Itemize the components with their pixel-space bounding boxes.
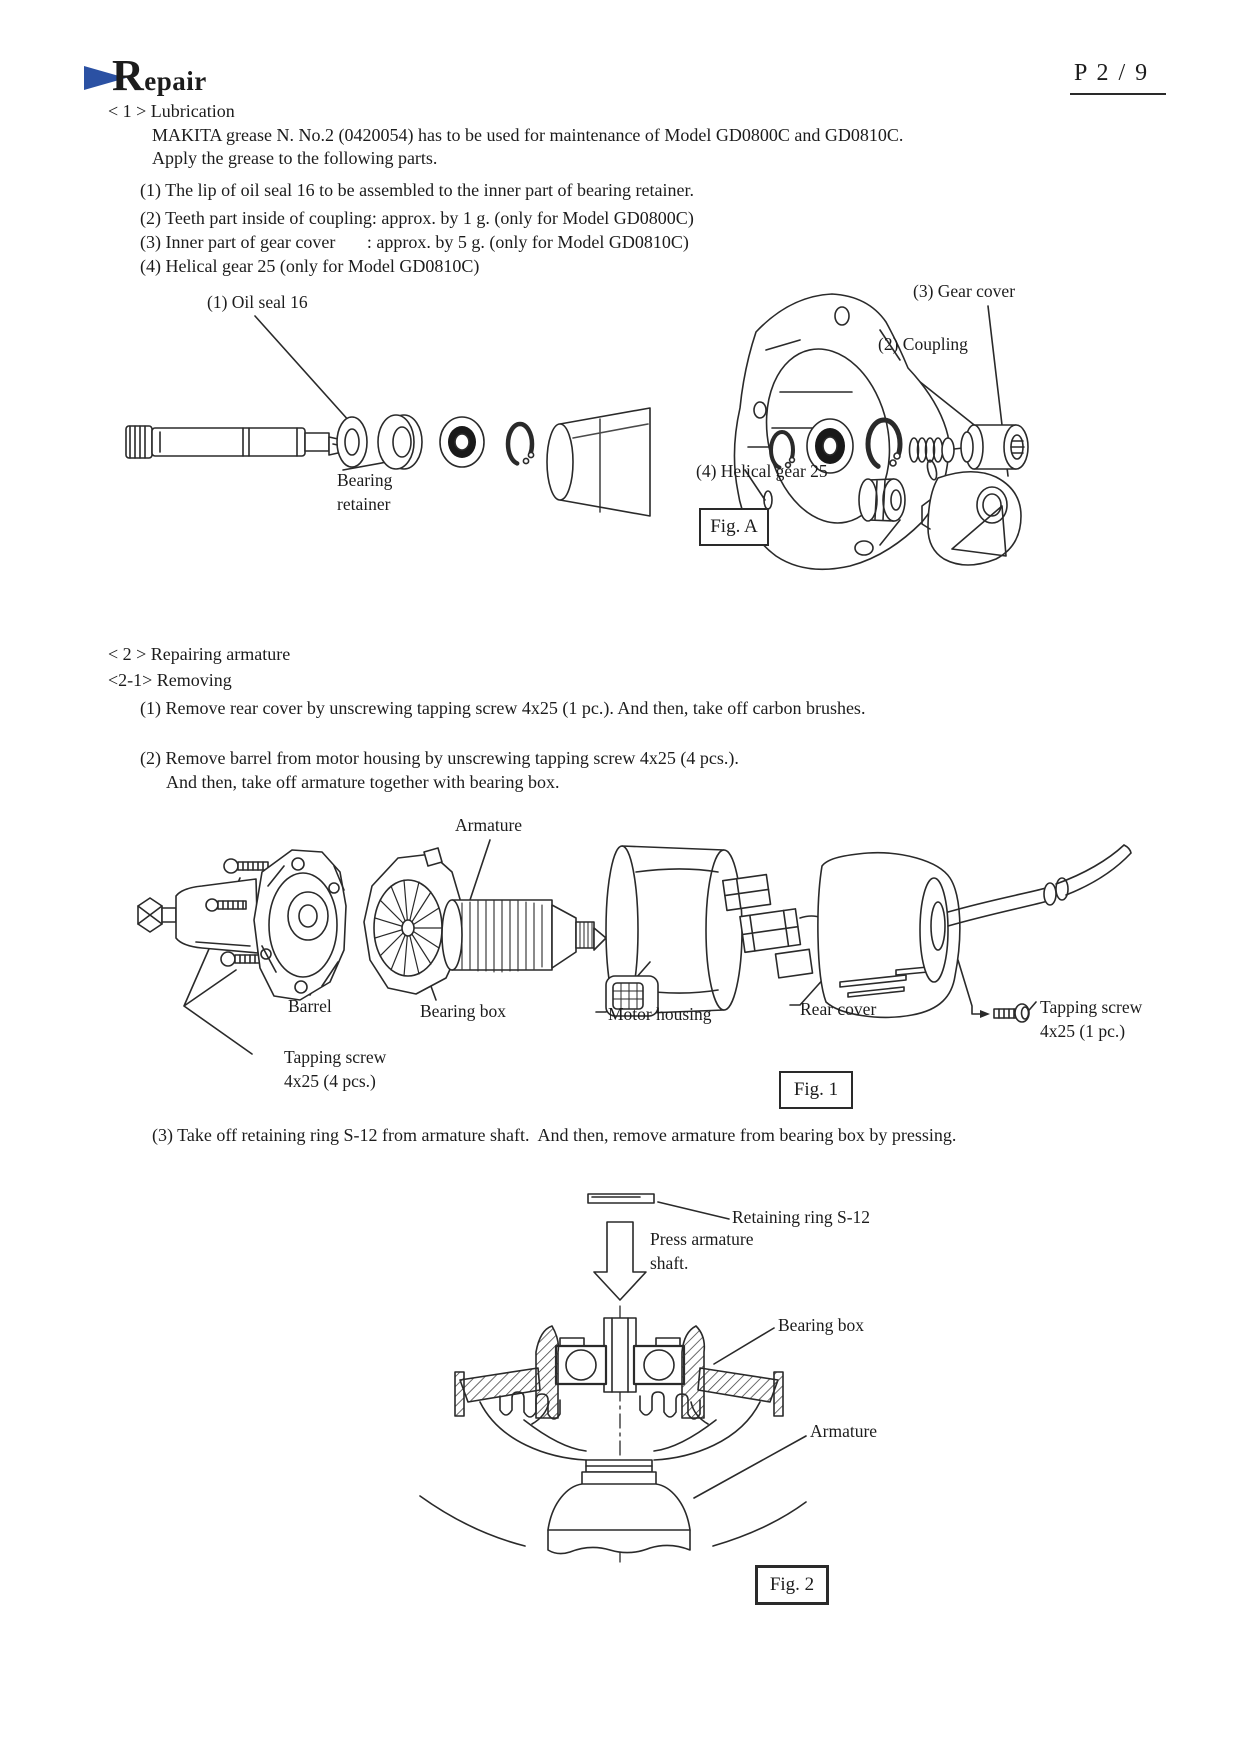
fig-a-label-coupling: (2) Coupling <box>878 334 968 354</box>
lubrication-heading: < 1 > Lubrication <box>108 101 235 121</box>
lubrication-item-1: (1) The lip of oil seal 16 to be assembl… <box>140 180 694 200</box>
fig-1-tapping-screws <box>220 858 269 967</box>
fig-a-label-bearing-retainer: Bearing retainer <box>337 470 393 514</box>
lubrication-para1: MAKITA grease N. No.2 (0420054) has to b… <box>152 125 904 145</box>
fig-2-label-armature: Armature <box>810 1421 878 1441</box>
lubrication-item-2: (2) Teeth part inside of coupling: appro… <box>140 208 694 228</box>
fig-a-gear-cover <box>921 470 1022 566</box>
fig-a-ball-bearing <box>439 416 485 468</box>
fig-2-bearing-box-section <box>454 1317 784 1461</box>
fig-1-label-motor-housing: Motor housing <box>608 1004 712 1024</box>
fig-1-armature <box>441 899 612 973</box>
fig-a-spring <box>908 437 964 463</box>
lubrication-item-4: (4) Helical gear 25 (only for Model GD08… <box>140 256 480 276</box>
fig-1-label-tapping-screw-1pc: Tapping screw 4x25 (1 pc.) <box>1040 997 1143 1041</box>
fig-1-caption: Fig. 1 <box>779 1071 853 1109</box>
fig-a-bearing-retainer <box>377 414 423 470</box>
fig-2-retaining-ring <box>587 1193 655 1204</box>
repairing-step3: (3) Take off retaining ring S-12 from ar… <box>152 1125 957 1145</box>
page-number: P 2 / 9 <box>1074 60 1150 86</box>
repairing-step1: (1) Remove rear cover by unscrewing tapp… <box>140 698 866 718</box>
fig-a-spindle-shaft <box>125 425 348 459</box>
fig-2-press-arrow-icon <box>593 1221 647 1301</box>
fig-a-coupling <box>960 424 1029 470</box>
fig-2-label-retaining-ring: Retaining ring S-12 <box>732 1207 871 1227</box>
page-title: Repair <box>112 51 207 100</box>
header-arrow-icon <box>84 66 126 90</box>
repairing-step2a: (2) Remove barrel from motor housing by … <box>140 748 739 768</box>
fig-a-ring-stack <box>769 417 903 474</box>
fig-1-barrel <box>137 878 259 954</box>
fig-a-caption: Fig. A <box>699 508 769 546</box>
fig-2-label-press-shaft: Press armature shaft. <box>650 1229 754 1273</box>
fig-2-label-bearing-box: Bearing box <box>778 1315 865 1335</box>
fig-2-caption: Fig. 2 <box>755 1565 829 1605</box>
fig-a-label-gear-cover: (3) Gear cover <box>913 281 1016 301</box>
fig-1-label-bearing-box: Bearing box <box>420 1001 507 1021</box>
page-number-underline <box>1070 93 1166 95</box>
fig-a-helical-gear <box>858 478 906 522</box>
repairing-subheading: <2-1> Removing <box>108 670 232 690</box>
fig-a-retaining-ring <box>505 421 535 467</box>
fig-a-label-oil-seal: (1) Oil seal 16 <box>207 292 308 312</box>
fig-1-motor-housing <box>605 845 823 1017</box>
fig-2-drawing <box>419 1193 807 1563</box>
fig-1-barrel-flange <box>253 849 347 1001</box>
fig-1-label-armature: Armature <box>455 815 523 835</box>
fig-1-label-tapping-screw-4pcs: Tapping screw 4x25 (4 pcs.) <box>284 1047 387 1091</box>
fig-a-barrel <box>546 407 651 517</box>
fig-2-armature <box>419 1459 807 1555</box>
fig-1-rear-cover <box>817 844 1132 1019</box>
fig-1-label-rear-cover: Rear cover <box>800 999 877 1019</box>
fig-a-drawing <box>125 293 1029 571</box>
repairing-step2b: And then, take off armature together wit… <box>166 772 560 792</box>
fig-a-oil-seal <box>336 416 368 468</box>
fig-1-tapping-screw-right <box>957 959 1030 1023</box>
repairing-heading: < 2 > Repairing armature <box>108 644 291 664</box>
fig-1-label-barrel: Barrel <box>288 996 332 1016</box>
fig-1-drawing <box>137 839 1132 1055</box>
lubrication-item-3: (3) Inner part of gear cover : approx. b… <box>140 232 689 252</box>
lubrication-para2: Apply the grease to the following parts. <box>152 148 438 168</box>
fig-a-label-helical-gear: (4) Helical gear 25 <box>696 461 828 481</box>
